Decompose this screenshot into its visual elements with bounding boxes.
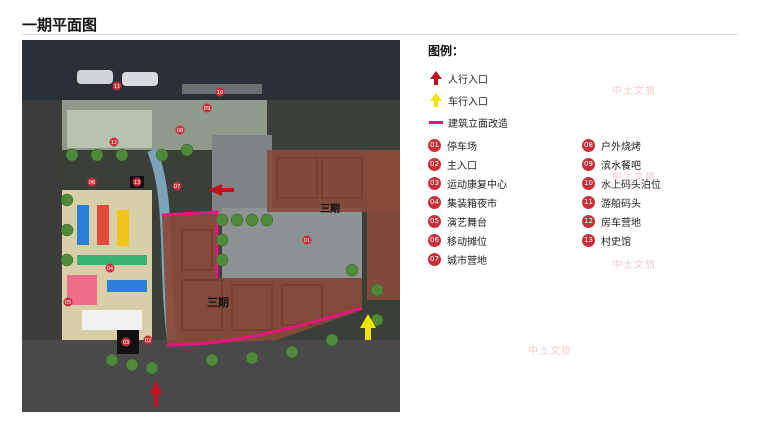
marker-badge: 01 (428, 138, 441, 152)
svg-text:09: 09 (204, 106, 210, 112)
legend-item-label: 房车营地 (601, 217, 641, 229)
watermark: 中土文旅 (612, 86, 656, 97)
legend-title: 图例： (428, 44, 465, 58)
trees (60, 143, 384, 375)
watermark: 中土文旅 (528, 346, 572, 357)
title-divider (22, 34, 738, 35)
legend-item-label: 演艺舞台 (447, 217, 487, 229)
legend-facade-renovation: 建筑立面改造 (428, 114, 508, 130)
svg-text:08: 08 (177, 128, 183, 134)
legend-item: 05 演艺舞台 (428, 214, 487, 229)
marker-badge: 07 (428, 252, 441, 266)
legend-item: 07 城市营地 (428, 252, 487, 267)
phase3-block-east (367, 150, 400, 300)
marker-badge: 04 (428, 195, 441, 209)
watermark: 中土文旅 (612, 260, 656, 271)
svg-text:02: 02 (145, 338, 151, 344)
legend-item-label: 户外烧烤 (601, 141, 641, 153)
legend-item-label: 停车场 (447, 141, 477, 153)
legend-item-label: 水上码头泊位 (601, 179, 661, 191)
legend-vehicle-entrance: 车行入口 (428, 92, 488, 108)
legend-item-label: 运动康复中心 (447, 179, 507, 191)
legend-item: 01 停车场 (428, 138, 477, 153)
camp-area (67, 110, 152, 148)
marker-badge: 05 (428, 214, 441, 228)
marker-badge: 06 (428, 233, 441, 247)
legend-key-label: 人行入口 (448, 74, 488, 86)
legend-item: 04 集装箱夜市 (428, 195, 497, 210)
pedestrian-entrance-arrows (150, 184, 234, 406)
svg-text:05: 05 (65, 300, 71, 306)
legend-item-label: 滨水餐吧 (601, 160, 641, 172)
legend-item: 06 移动摊位 (428, 233, 487, 248)
vehicle-entrance-arrow (360, 314, 376, 340)
svg-text:12: 12 (111, 140, 117, 146)
legend-item: 08 户外烧烤 (582, 138, 641, 153)
legend-item: 12 房车营地 (582, 214, 641, 229)
red-up-arrow-icon (428, 70, 444, 86)
marker-badge: 13 (582, 233, 595, 247)
legend-item-label: 游船码头 (601, 198, 641, 210)
legend-item-label: 城市营地 (447, 255, 487, 267)
legend-item: 10 水上码头泊位 (582, 176, 661, 191)
legend-item: 03 运动康复中心 (428, 176, 507, 191)
facade-renovation-line (161, 210, 363, 347)
site-plan-map: 三期 三期 01 02 03 04 05 06 07 08 09 10 11 1… (22, 40, 400, 412)
legend-item: 02 主入口 (428, 157, 477, 172)
marker-badge: 09 (582, 157, 595, 171)
boat-2 (122, 72, 158, 86)
svg-text:01: 01 (304, 238, 310, 244)
parking-lot-main (222, 208, 362, 278)
marker-badge: 03 (428, 176, 441, 190)
parking-lot-north (212, 135, 272, 215)
legend-pedestrian-entrance: 人行入口 (428, 70, 488, 86)
marker-badge: 11 (582, 195, 595, 209)
svg-text:07: 07 (174, 184, 180, 190)
svg-text:10: 10 (217, 90, 223, 96)
legend-item-label: 移动摊位 (447, 236, 487, 248)
legend-item: 13 村史馆 (582, 233, 631, 248)
marker-badge: 10 (582, 176, 595, 190)
legend-item: 11 游船码头 (582, 195, 641, 210)
svg-text:06: 06 (89, 180, 95, 186)
site-markers: 01 02 03 04 05 06 07 08 09 10 11 12 13 (63, 81, 312, 354)
legend-key-label: 建筑立面改造 (448, 118, 508, 130)
legend-item-label: 村史馆 (601, 236, 631, 248)
phase3-label-north: 三期 (320, 202, 340, 215)
boat-1 (77, 70, 113, 84)
svg-text:03: 03 (123, 340, 129, 346)
svg-text:11: 11 (114, 84, 120, 90)
page-title: 一期平面图 (22, 16, 98, 34)
marker-badge: 08 (582, 138, 595, 152)
yellow-up-arrow-icon (428, 92, 444, 108)
legend-item-label: 集装箱夜市 (447, 198, 497, 210)
legend-item-label: 主入口 (447, 160, 477, 172)
watermark: 中土文旅 (612, 172, 656, 183)
phase3-label-south: 三期 (207, 295, 229, 309)
svg-text:13: 13 (134, 180, 140, 186)
legend-item: 09 滨水餐吧 (582, 157, 641, 172)
marker-badge: 12 (582, 214, 595, 228)
south-urban-area (22, 340, 400, 412)
legend-key-label: 车行入口 (448, 96, 488, 108)
svg-text:04: 04 (107, 266, 113, 272)
marker-badge: 02 (428, 157, 441, 171)
magenta-line-icon (428, 114, 444, 130)
